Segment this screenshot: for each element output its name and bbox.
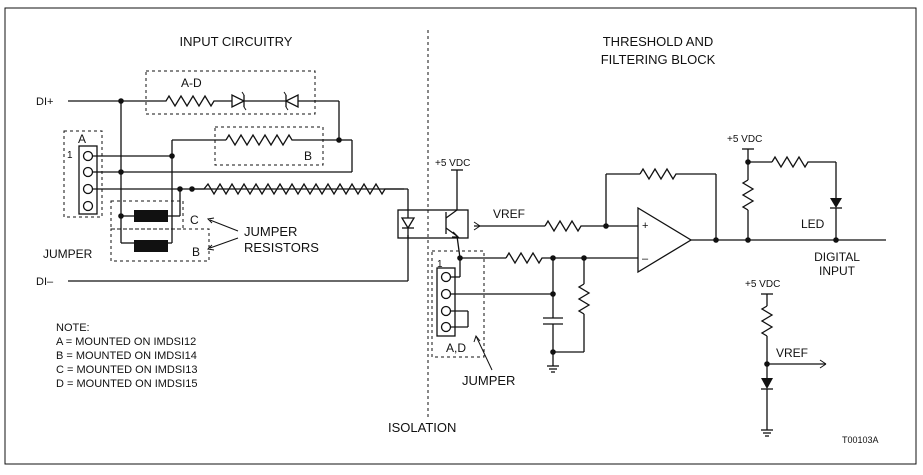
zener-diode [284, 93, 299, 109]
input-filter-resistor [505, 251, 638, 265]
resistor-b-bottom-label: B [192, 245, 200, 259]
jumper-resistors-label-2: RESISTORS [244, 240, 319, 255]
jumper-a-pin1: 1 [67, 150, 73, 161]
vdc-iso-label: +5 VDC [435, 158, 470, 169]
resistor-b-bottom [134, 240, 168, 252]
threshold-title-line1: THRESHOLD AND [603, 34, 714, 49]
a-d-resistor [152, 94, 232, 108]
note-line: C = MOUNTED ON IMDSI13 [56, 364, 198, 376]
resistor-b-top [225, 133, 339, 147]
jumper-a-header [78, 145, 98, 215]
diagram-border [4, 7, 917, 465]
jumper-a-box [63, 130, 103, 218]
note-title: NOTE: [56, 322, 90, 334]
jumper-ad-box [431, 250, 485, 358]
pulldown-resistor [577, 283, 591, 315]
resistor-b-top-box [214, 126, 324, 166]
resistor-c-label: C [190, 213, 199, 227]
resistor-c-box [110, 200, 184, 230]
jumper-left-label: JUMPER [43, 247, 93, 261]
jumper-resistors-label-1: JUMPER [244, 224, 297, 239]
di-plus-label: DI+ [36, 96, 53, 108]
resistor-c [134, 210, 168, 222]
input-resistor-long [192, 182, 408, 196]
figure-id: T00103A [842, 435, 879, 445]
led-pullup-resistor [741, 179, 755, 211]
note-line: B = MOUNTED ON IMDSI14 [56, 350, 197, 362]
input-circuitry-title: INPUT CIRCUITRY [180, 34, 293, 49]
comparator-opamp [637, 206, 693, 274]
jumper-ad-pin1: 1 [437, 259, 443, 270]
a-d-box [145, 70, 316, 115]
resistor-b-bottom-box [110, 228, 210, 262]
jumper-right-label: JUMPER [462, 373, 515, 388]
optocoupler [397, 209, 469, 239]
isolation-label: ISOLATION [388, 420, 456, 435]
digital-input-label-2: INPUT [819, 264, 856, 278]
note-line: A = MOUNTED ON IMDSI12 [56, 336, 196, 348]
diode-1 [231, 93, 246, 109]
opamp-minus: – [642, 253, 649, 265]
note-line: D = MOUNTED ON IMDSI15 [56, 378, 198, 390]
vref-out-label: VREF [776, 346, 808, 360]
vref-in-label: VREF [493, 207, 525, 221]
feedback-resistor [639, 167, 716, 181]
di-minus-label: DI– [36, 276, 54, 288]
a-d-label: A-D [181, 76, 202, 90]
jumper-ad-label: A,D [446, 341, 466, 355]
vdc-led-label: +5 VDC [727, 134, 762, 145]
vref-resistor [544, 219, 606, 233]
opamp-plus: + [642, 220, 648, 232]
resistor-b-top-label: B [304, 149, 312, 163]
vdc-vref-label: +5 VDC [745, 279, 780, 290]
vref-divider-resistor [760, 305, 774, 337]
threshold-title-line2: FILTERING BLOCK [601, 52, 716, 67]
led-series-resistor [771, 155, 836, 169]
jumper-ad-header [436, 267, 456, 337]
reference-diode [761, 378, 773, 389]
led-label: LED [801, 217, 825, 231]
jumper-a-label: A [78, 132, 86, 146]
digital-input-label-1: DIGITAL [814, 250, 860, 264]
led-diode [830, 198, 842, 208]
